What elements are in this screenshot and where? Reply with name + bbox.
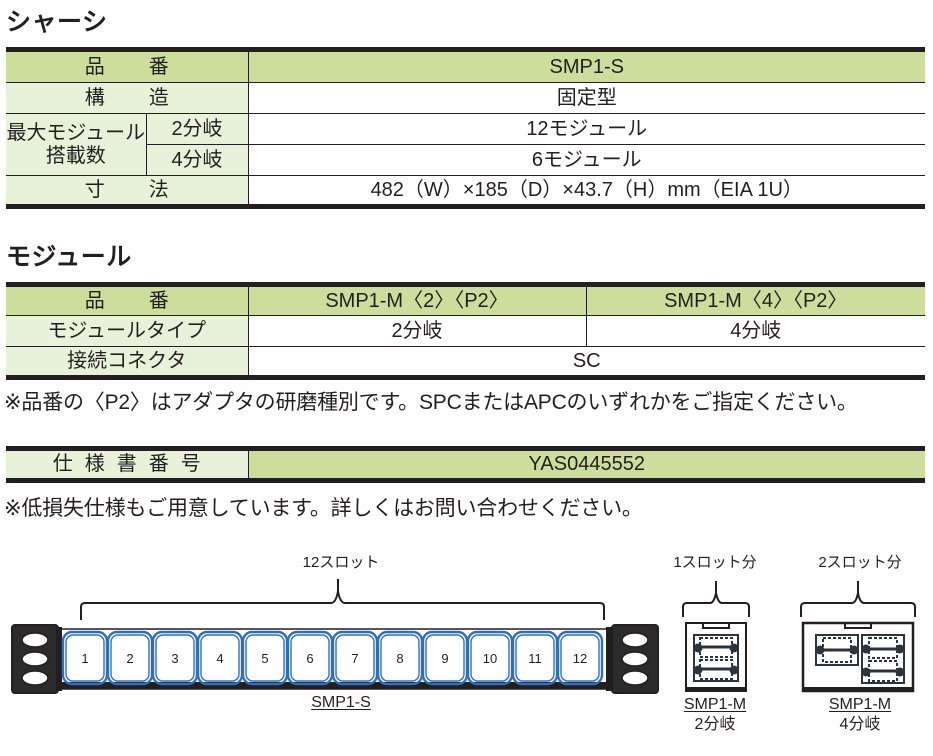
chassis-label-dimensions: 寸 法 bbox=[6, 175, 249, 207]
module-label-part-number: 品 番 bbox=[6, 284, 249, 316]
module-label-type: モジュールタイプ bbox=[6, 315, 249, 347]
chassis-slot: 3 bbox=[151, 630, 199, 686]
svg-text:6: 6 bbox=[306, 651, 313, 666]
module-4-dimension-label: 2スロット分 bbox=[818, 554, 902, 571]
page-title-chassis: シャーシ bbox=[6, 8, 108, 36]
svg-text:5: 5 bbox=[261, 651, 268, 666]
chassis-left-bracket bbox=[11, 624, 59, 694]
module-type-4-branch: 4分岐 bbox=[585, 315, 925, 347]
chassis-span-brace bbox=[80, 579, 605, 620]
svg-text:2: 2 bbox=[126, 651, 133, 666]
chassis-slot: 5 bbox=[241, 630, 289, 686]
svg-text:11: 11 bbox=[528, 651, 542, 666]
module-2-caption-line2: 2分岐 bbox=[694, 716, 736, 733]
module-label-connector: 接続コネクタ bbox=[6, 346, 249, 378]
chassis-slot: 9 bbox=[421, 630, 469, 686]
chassis-caption: SMP1-S bbox=[281, 693, 401, 713]
svg-text:1: 1 bbox=[81, 651, 88, 666]
module-type-2-branch: 2分岐 bbox=[247, 315, 587, 347]
chassis-value-structure: 固定型 bbox=[247, 82, 925, 114]
module-connector-value: SC bbox=[247, 346, 925, 378]
module-2-caption-line1: SMP1-M bbox=[683, 696, 747, 713]
table-row: モジュールタイプ 2分岐 4分岐 bbox=[6, 315, 925, 347]
chassis-sublabel-2-branch: 2分岐 bbox=[145, 113, 249, 145]
chassis-slot: 7 bbox=[331, 630, 379, 686]
chassis-right-bracket bbox=[611, 624, 659, 694]
product-diagrams: 12スロット 1スロット分 2スロット分 SMP1-S SMP1-M 2分岐 S… bbox=[0, 545, 933, 756]
chassis-value-part-number: SMP1-S bbox=[247, 49, 925, 83]
module-spec-table: 品 番 SMP1-M〈2〉〈P2〉 SMP1-M〈4〉〈P2〉 モジュールタイプ… bbox=[6, 282, 925, 380]
module-4-caption: SMP1-M 4分岐 bbox=[800, 695, 920, 735]
chassis-label-max-modules: 最大モジュール 搭載数 bbox=[6, 113, 147, 176]
spec-number-table: 仕様書番号 YAS0445552 bbox=[6, 446, 925, 483]
table-row: 最大モジュール 搭載数 2分岐 12モジュール bbox=[6, 113, 925, 176]
module-2-caption: SMP1-M 2分岐 bbox=[655, 695, 775, 735]
table-row: 構 造 固定型 bbox=[6, 82, 925, 114]
table-row: 接続コネクタ SC bbox=[6, 346, 925, 378]
chassis-value-dimensions: 482（W）×185（D）×43.7（H）mm（EIA 1U） bbox=[247, 175, 925, 207]
chassis-slot: 12 bbox=[556, 630, 604, 686]
spec-number-label: 仕様書番号 bbox=[6, 448, 249, 481]
svg-text:8: 8 bbox=[396, 651, 403, 666]
chassis-slot-group: 1 2 3 4 5 6 7 8 9 10 11 12 bbox=[61, 630, 604, 686]
chassis-label-part-number: 品 番 bbox=[6, 49, 249, 83]
note-polish-type: ※品番の〈P2〉はアダプタの研磨種別です。SPCまたはAPCのいずれかをご指定く… bbox=[4, 391, 858, 414]
module-2-branch-drawing bbox=[682, 581, 750, 692]
chassis-slot: 2 bbox=[106, 630, 154, 686]
chassis-sublabel-4-branch: 4分岐 bbox=[145, 144, 249, 176]
module-2-dimension-label: 1スロット分 bbox=[673, 554, 757, 571]
diagram-artwork: 1 2 3 4 5 6 7 8 9 10 11 12 bbox=[11, 579, 916, 694]
svg-text:12: 12 bbox=[573, 651, 587, 666]
chassis-label-structure: 構 造 bbox=[6, 82, 249, 114]
chassis-slot: 11 bbox=[511, 630, 559, 686]
svg-text:3: 3 bbox=[171, 651, 178, 666]
table-row: 品 番 SMP1-M〈2〉〈P2〉 SMP1-M〈4〉〈P2〉 bbox=[6, 284, 925, 316]
table-row: 品 番 SMP1-S bbox=[6, 49, 925, 83]
chassis-slot: 4 bbox=[196, 630, 244, 686]
svg-text:4: 4 bbox=[216, 651, 223, 666]
svg-text:7: 7 bbox=[351, 651, 358, 666]
svg-text:9: 9 bbox=[441, 651, 448, 666]
chassis-value-4-branch: 6モジュール bbox=[247, 144, 925, 176]
chassis-caption-text: SMP1-S bbox=[311, 694, 371, 711]
chassis-body: 1 2 3 4 5 6 7 8 9 10 11 12 bbox=[11, 624, 659, 694]
module-4-caption-line1: SMP1-M bbox=[828, 696, 892, 713]
module-4-caption-line2: 4分岐 bbox=[839, 716, 881, 733]
note-low-loss: ※低損失仕様もご用意しています。詳しくはお問い合わせください。 bbox=[4, 497, 643, 520]
svg-text:10: 10 bbox=[483, 651, 497, 666]
chassis-spec-table: 品 番 SMP1-S 構 造 固定型 最大モジュール 搭載数 2分岐 12モジュ… bbox=[6, 47, 925, 209]
chassis-slot: 10 bbox=[466, 630, 514, 686]
chassis-dimension-label: 12スロット bbox=[302, 554, 380, 571]
chassis-slot: 1 bbox=[61, 630, 109, 686]
table-row: 仕様書番号 YAS0445552 bbox=[6, 448, 925, 481]
chassis-slot: 6 bbox=[286, 630, 334, 686]
chassis-slot: 8 bbox=[376, 630, 424, 686]
spec-number-value: YAS0445552 bbox=[247, 448, 925, 481]
module-part-number-2-branch: SMP1-M〈2〉〈P2〉 bbox=[247, 284, 587, 316]
chassis-value-2-branch: 12モジュール bbox=[247, 113, 925, 145]
chassis-label-max-modules-line1: 最大モジュール bbox=[6, 121, 146, 144]
chassis-label-max-modules-line2: 搭載数 bbox=[45, 144, 106, 167]
table-row: 寸 法 482（W）×185（D）×43.7（H）mm（EIA 1U） bbox=[6, 175, 925, 207]
module-part-number-4-branch: SMP1-M〈4〉〈P2〉 bbox=[585, 284, 925, 316]
page-title-module: モジュール bbox=[6, 243, 132, 271]
module-4-branch-drawing bbox=[800, 581, 916, 693]
